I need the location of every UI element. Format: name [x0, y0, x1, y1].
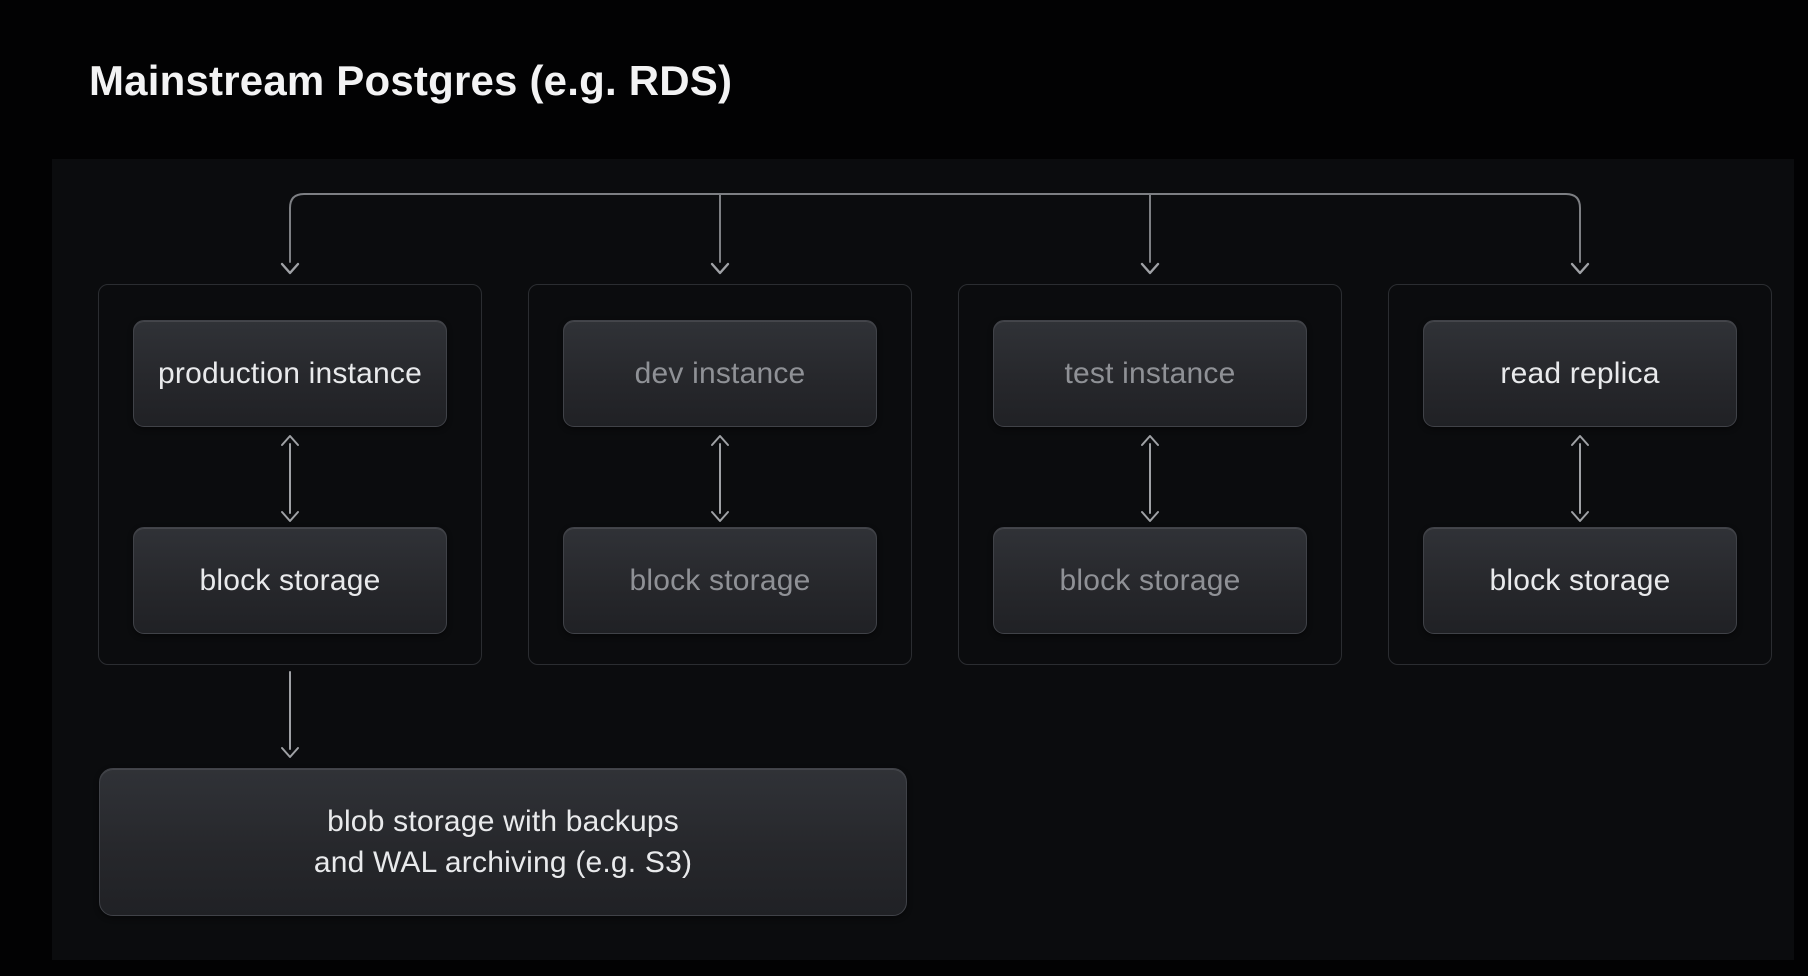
group-test: test instance block storage — [958, 284, 1342, 665]
node-production-instance: production instance — [133, 320, 447, 427]
node-read-replica: read replica — [1423, 320, 1737, 427]
node-label-line2: and WAL archiving (e.g. S3) — [313, 846, 693, 879]
node-read-replica-block-storage: block storage — [1423, 527, 1737, 634]
node-dev-instance: dev instance — [563, 320, 877, 427]
node-label: test instance — [1064, 356, 1236, 390]
node-label: dev instance — [634, 356, 806, 390]
node-label: production instance — [158, 356, 422, 390]
group-dev: dev instance block storage — [528, 284, 912, 665]
node-blob-storage: blob storage with backups and WAL archiv… — [99, 768, 907, 916]
page-title: Mainstream Postgres (e.g. RDS) — [89, 57, 733, 104]
node-label: block storage — [1489, 563, 1671, 597]
node-label-line1: blob storage with backups — [327, 805, 679, 838]
node-label: block storage — [199, 563, 381, 597]
group-production: production instance block storage — [98, 284, 482, 665]
node-label: block storage — [629, 563, 811, 597]
group-read-replica: read replica block storage — [1388, 284, 1772, 665]
node-production-block-storage: block storage — [133, 527, 447, 634]
node-label: read replica — [1500, 356, 1660, 390]
node-label: block storage — [1059, 563, 1241, 597]
node-test-block-storage: block storage — [993, 527, 1307, 634]
node-dev-block-storage: block storage — [563, 527, 877, 634]
node-test-instance: test instance — [993, 320, 1307, 427]
